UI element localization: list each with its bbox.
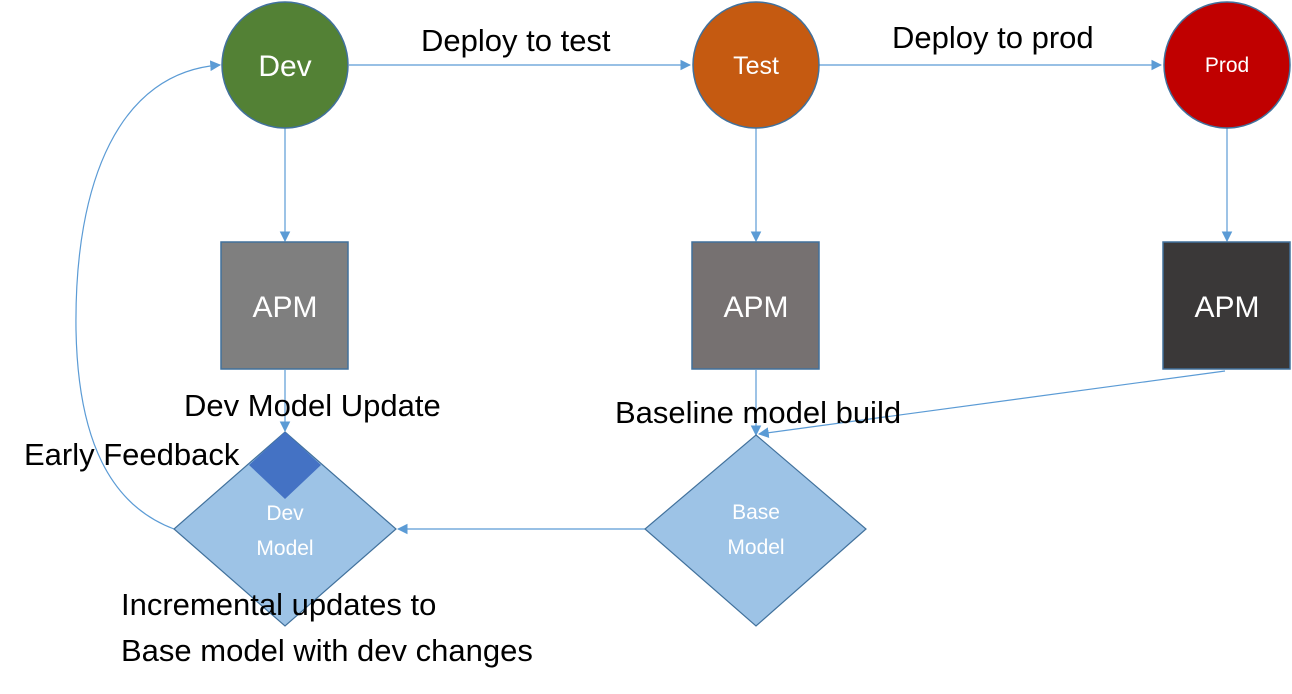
test-node-label: Test (733, 52, 779, 80)
apm-test-label: APM (723, 291, 788, 324)
dev-model-label-line1: Dev (266, 502, 304, 525)
incremental-updates-label-line1: Incremental updates to (121, 587, 436, 622)
baseline-model-build-label: Baseline model build (615, 395, 901, 430)
dev-model-update-label: Dev Model Update (184, 388, 441, 423)
base-model-diamond: Base Model (644, 434, 867, 627)
apm-prod-label: APM (1194, 291, 1259, 324)
dev-model-marker (249, 432, 321, 499)
deploy-to-test-label: Deploy to test (421, 23, 611, 58)
incremental-updates-label-line2: Base model with dev changes (121, 633, 533, 668)
arrow-early-feedback (75, 60, 222, 530)
dev-model-label-line2: Model (256, 537, 313, 560)
early-feedback-label: Early Feedback (24, 437, 240, 472)
prod-node: Prod (1163, 1, 1291, 129)
apm-dev-label: APM (252, 291, 317, 324)
apm-prod-box: APM (1162, 241, 1291, 370)
base-model-label-line2: Model (727, 536, 784, 559)
arrow-apm-prod-to-base-model (757, 370, 1226, 439)
base-model-label-line1: Base (732, 501, 780, 524)
prod-node-label: Prod (1205, 54, 1249, 77)
dev-node: Dev (221, 1, 349, 129)
apm-test-box: APM (691, 241, 820, 370)
deploy-to-prod-label: Deploy to prod (892, 20, 1094, 55)
dev-node-label: Dev (258, 50, 311, 83)
dev-model-diamond: Dev Model (173, 431, 397, 627)
apm-dev-box: APM (220, 241, 349, 370)
test-node: Test (692, 1, 820, 129)
